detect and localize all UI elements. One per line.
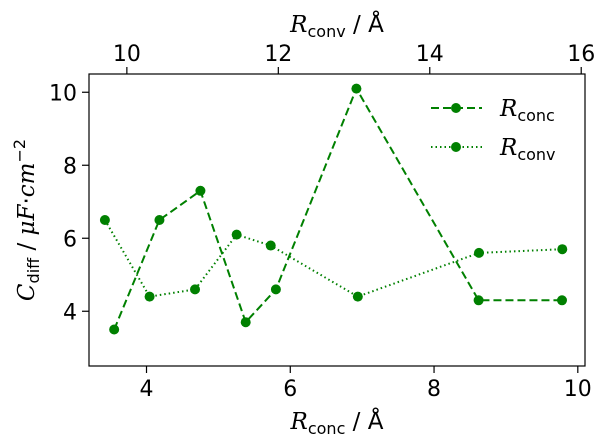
x-tick-label: 10 — [564, 377, 592, 402]
data-point — [109, 324, 120, 335]
data-point — [265, 240, 276, 251]
data-point — [270, 284, 281, 295]
plot-area — [88, 73, 586, 367]
y-tick-label: 8 — [63, 154, 77, 179]
data-point — [190, 284, 201, 295]
legend-label-0: Rconc — [499, 96, 555, 125]
series-lines — [104, 86, 563, 330]
legend-label-1: Rconv — [499, 135, 556, 164]
data-point — [240, 317, 251, 328]
y-axis-label: Cdiff / μF·cm−2 — [10, 139, 43, 301]
series-line-0 — [113, 86, 562, 330]
x-tick-label: 6 — [283, 377, 297, 402]
x-tick-label: 8 — [427, 377, 441, 402]
data-point — [154, 215, 165, 225]
legend-marker-0 — [451, 103, 461, 113]
data-point — [195, 185, 206, 196]
x2-axis-label: Rconv / Å — [289, 10, 384, 41]
y-tick-label: 4 — [63, 300, 77, 325]
series-points — [99, 83, 568, 335]
data-point — [144, 291, 155, 302]
data-point — [556, 295, 567, 306]
legend-marker-1 — [451, 142, 461, 152]
x2-tick-label: 14 — [416, 42, 444, 67]
x-tick-label: 4 — [140, 377, 154, 402]
x-axis-label: Rconc / Å — [290, 407, 384, 438]
data-point — [231, 229, 242, 240]
data-point — [352, 291, 363, 302]
data-point — [557, 244, 568, 255]
data-point — [473, 295, 484, 306]
x2-tick-label: 16 — [567, 42, 595, 67]
data-point — [99, 215, 110, 225]
series-line-1 — [104, 219, 563, 298]
data-point — [473, 247, 484, 258]
data-point — [351, 83, 362, 94]
y-tick-label: 6 — [63, 227, 77, 252]
ticks: 4 6 8 10 10 12 14 16 4 6 8 10 — [49, 42, 595, 402]
y-tick-label: 10 — [49, 81, 77, 106]
x2-tick-label: 12 — [264, 42, 292, 67]
x2-tick-label: 10 — [113, 42, 141, 67]
